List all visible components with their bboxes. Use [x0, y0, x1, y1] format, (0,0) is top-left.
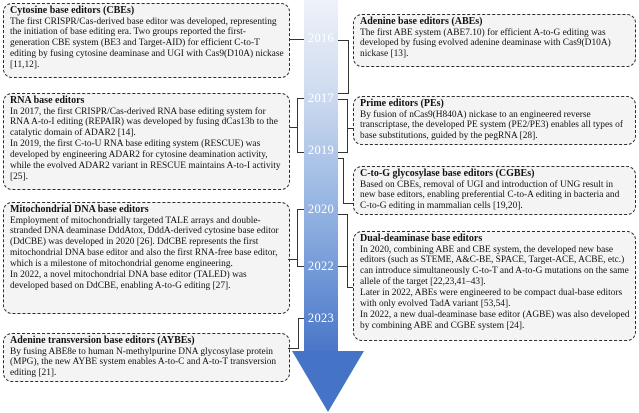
box-paragraph: The first ABE system (ABE7.10) for effic…: [360, 27, 611, 60]
box-dual-deaminase-base-editors: Dual-deaminase base editors In 2020, com…: [353, 231, 636, 341]
year-label-2023: 2023: [307, 311, 335, 325]
connector-mito-bracket: [297, 209, 298, 267]
box-paragraph: In 2019, the first C-to-U RNA base editi…: [10, 139, 281, 182]
box-paragraph: By fusion of nCas9(H840A) nickase to an …: [360, 109, 623, 142]
connector-pe-2017-stub: [338, 99, 347, 100]
box-paragraph: Later in 2022, ABEs were engineered to b…: [360, 288, 623, 310]
box-title: Adenine transversion base editors (AYBEs…: [10, 335, 195, 346]
box-title: Dual-deaminase base editors: [360, 233, 483, 244]
year-label-2020: 2020: [307, 202, 335, 216]
connector-pe-2019-stub: [338, 152, 347, 153]
box-paragraph: In 2022, a novel mitochondrial DNA base …: [10, 270, 247, 291]
connector-cgbe-2019-stub: [338, 158, 343, 159]
connector-rna-bracket: [297, 98, 298, 153]
connector-aybe-entry: [288, 348, 298, 349]
year-label-2019: 2019: [307, 143, 335, 157]
connector-mito-2020-stub: [297, 209, 304, 210]
box-paragraph: By fusing ABE8e to human N-methylpurine …: [10, 346, 277, 379]
box-title: Prime editors (PEs): [360, 98, 444, 109]
box-prime-editors: Prime editors (PEs) By fusion of nCas9(H…: [353, 96, 636, 146]
box-paragraph: Based on CBEs, removal of UGI and introd…: [360, 179, 620, 212]
box-title: Cytosine base editors (CBEs): [10, 5, 135, 16]
box-adenine-transversion-base-editors: Adenine transversion base editors (AYBEs…: [3, 333, 290, 383]
connector-rna-entry: [290, 127, 297, 128]
box-rna-base-editors: RNA base editors In 2017, the first CRIS…: [3, 93, 290, 190]
timeline-arrow-head: [292, 351, 364, 412]
connector-dual-entry: [347, 287, 353, 288]
box-paragraph: In 2022, a new dual-deaminase base edito…: [360, 309, 630, 331]
box-mitochondrial-dna-base-editors: Mitochondrial DNA base editors Employmen…: [3, 202, 290, 314]
year-label-2017: 2017: [307, 91, 335, 105]
box-title: RNA base editors: [10, 95, 85, 106]
connector-dual-bracket: [347, 214, 348, 288]
connector-pe-bracket: [347, 99, 348, 153]
connector-rna-2019-stub: [297, 152, 304, 153]
connector-abe-2016-stub: [338, 40, 348, 41]
connector-aybe-bracket: [298, 318, 299, 349]
connector-abe-bracket: [348, 40, 349, 94]
connector-cbe-2016: [290, 39, 304, 40]
box-c-to-g-glycosylase-base-editors: C-to-G glycosylase base editors (CGBEs) …: [353, 166, 636, 216]
timeline-arrow-shaft: [304, 0, 338, 352]
connector-abe-2017-stub: [338, 93, 348, 94]
connector-dual-2020-stub: [338, 214, 347, 215]
box-title: C-to-G glycosylase base editors (CGBEs): [360, 168, 535, 179]
connector-cgbe-entry: [343, 203, 353, 204]
year-label-2016: 2016: [307, 31, 335, 45]
connector-dual-2022-stub: [338, 266, 347, 267]
box-title: Mitochondrial DNA base editors: [10, 204, 149, 215]
box-paragraph: The first CRISPR/Cas-derived base editor…: [10, 16, 284, 71]
box-adenine-base-editors: Adenine base editors (ABEs) The first AB…: [353, 14, 636, 67]
box-paragraph: In 2020, combining ABE and CBE system, t…: [360, 244, 629, 288]
connector-pe-entry: [347, 128, 353, 129]
box-title: Adenine base editors (ABEs): [360, 16, 483, 27]
connector-aybe-2023-stub: [298, 318, 304, 319]
connector-rna-2017-stub: [297, 98, 304, 99]
connector-mito-entry: [288, 259, 297, 260]
year-label-2022: 2022: [307, 259, 335, 273]
connector-cgbe-bracket: [343, 158, 344, 204]
box-cytosine-base-editors: Cytosine base editors (CBEs) The first C…: [3, 3, 290, 78]
connector-mito-2022-stub: [297, 266, 304, 267]
box-paragraph: Employment of mitochondrially targeted T…: [10, 215, 279, 270]
box-paragraph: In 2017, the first CRISPR/Cas-derived RN…: [10, 106, 278, 139]
